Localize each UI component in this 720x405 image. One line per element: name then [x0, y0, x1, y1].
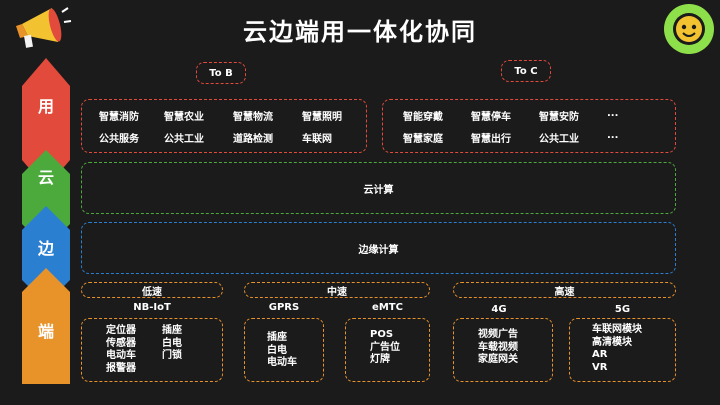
page-title: 云边端用一体化协同: [243, 18, 477, 46]
emtc-device-box: POS 广告位 灯牌: [345, 318, 430, 382]
side-label-device: 端: [37, 322, 54, 341]
toc-item: 智能穿戴: [403, 112, 443, 123]
network-name: 5G: [614, 304, 631, 315]
device-item: VR: [592, 361, 608, 373]
tob-item: 车联网: [302, 134, 332, 145]
device-item: 插座: [267, 332, 287, 343]
megaphone-icon: [8, 2, 72, 54]
tob-item: 智慧消防: [99, 112, 139, 123]
tob-item: 智慧物流: [233, 112, 273, 123]
device-list: 插座 白电 门锁: [162, 325, 182, 363]
tob-item: 公共服务: [99, 134, 139, 145]
nbiot-device-box: 定位器 传感器 电动车 报警器 插座 白电 门锁: [81, 318, 223, 382]
toc-item: 智慧安防: [539, 112, 579, 123]
device-item: 车载视频: [478, 341, 518, 353]
toc-item: ...: [607, 108, 619, 119]
device-list: 视频广告 车载视频 家庭网关: [478, 329, 518, 367]
tob-item: 智慧照明: [302, 112, 342, 123]
5g-device-box: 车联网模块 高清模块 AR VR: [569, 318, 676, 382]
cloud-computing-box: 云计算: [81, 162, 676, 214]
side-label-use: 用: [37, 97, 54, 116]
4g-device-box: 视频广告 车载视频 家庭网关: [453, 318, 553, 382]
device-item: 白电: [267, 344, 287, 356]
toc-item: 智慧停车: [471, 112, 511, 123]
toc-item: 智慧出行: [471, 134, 511, 145]
device-item: AR: [592, 349, 608, 360]
side-label-cloud: 云: [37, 168, 54, 187]
layer-arrow: [22, 58, 70, 384]
tob-item: 智慧农业: [164, 112, 204, 123]
device-list: POS 广告位 灯牌: [370, 329, 400, 367]
flower-icon: [662, 2, 716, 56]
toc-item: ...: [607, 130, 619, 141]
device-item: 灯牌: [370, 354, 390, 365]
network-name: GPRS: [268, 302, 300, 313]
device-item: 门锁: [162, 350, 182, 361]
device-item: 传感器: [106, 337, 136, 349]
speed-high-tag: 高速: [453, 282, 676, 298]
side-label-edge: 边: [37, 239, 54, 258]
device-item: 插座: [162, 325, 182, 336]
device-item: 广告位: [370, 341, 400, 353]
device-item: 高清模块: [592, 336, 632, 348]
gprs-device-box: 插座 白电 电动车: [244, 318, 324, 382]
device-item: 定位器: [106, 325, 136, 336]
network-name: NB-IoT: [133, 302, 171, 313]
tob-application-box: 智慧消防 智慧农业 智慧物流 智慧照明 公共服务 公共工业 道路检测 车联网: [81, 99, 367, 153]
device-item: 报警器: [106, 362, 136, 374]
to-c-tag: To C: [501, 60, 551, 82]
device-item: 视频广告: [478, 329, 518, 340]
device-item: 电动车: [267, 357, 297, 368]
network-name: 4G: [491, 304, 507, 315]
speed-mid-tag: 中速: [244, 282, 430, 298]
device-item: 车联网模块: [592, 324, 642, 335]
toc-application-box: 智能穿戴 智慧停车 智慧安防 ... 智慧家庭 智慧出行 公共工业 ...: [382, 99, 676, 153]
device-item: 白电: [162, 337, 182, 349]
device-item: 电动车: [106, 350, 136, 361]
network-name: eMTC: [372, 302, 403, 313]
device-list: 定位器 传感器 电动车 报警器: [106, 325, 136, 375]
speed-low-tag: 低速: [81, 282, 223, 298]
edge-computing-box: 边缘计算: [81, 222, 676, 274]
device-item: 家庭网关: [478, 354, 518, 365]
device-list: 插座 白电 电动车: [267, 332, 297, 370]
toc-item: 公共工业: [539, 134, 579, 145]
to-b-tag: To B: [196, 62, 246, 84]
toc-item: 智慧家庭: [403, 134, 443, 145]
device-list: 车联网模块 高清模块 AR VR: [592, 324, 642, 374]
tob-item: 公共工业: [164, 134, 204, 145]
device-item: POS: [370, 329, 394, 340]
tob-item: 道路检测: [233, 134, 273, 145]
